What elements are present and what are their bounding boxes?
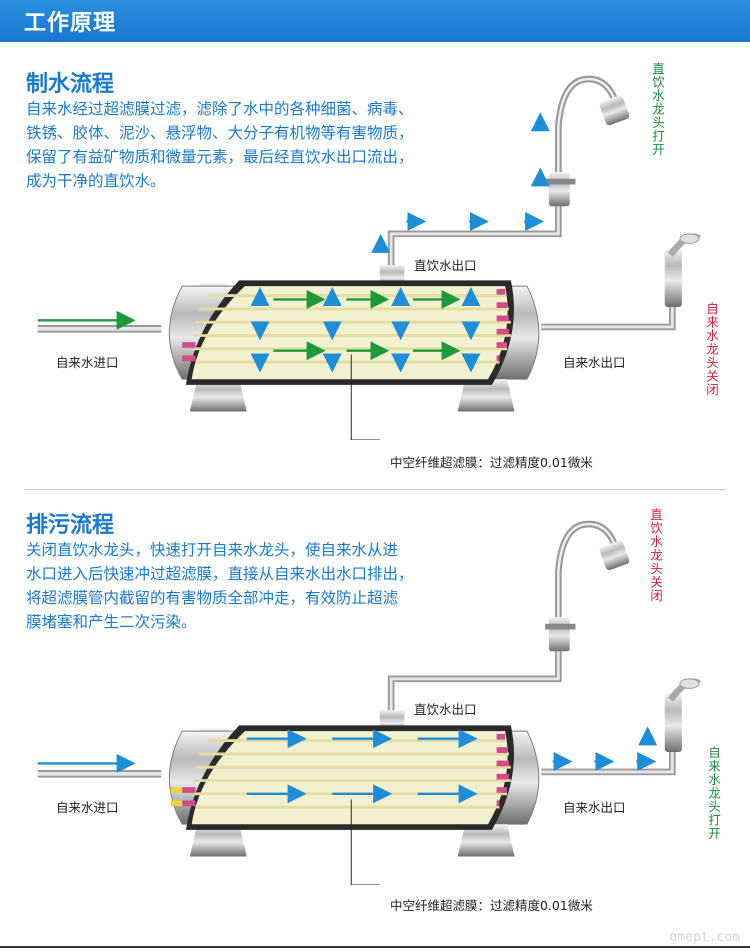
tap-outlet-label: 自来水出口 bbox=[563, 800, 626, 815]
tap-faucet-label: 自来水龙头关闭 bbox=[704, 302, 719, 397]
membrane-pointer-line bbox=[350, 799, 380, 885]
description-line: 水口进入后快速冲过超滤膜，直接从自来水出水口排出， bbox=[26, 565, 414, 583]
direct-faucet-label: 直饮水龙头打开 bbox=[650, 62, 665, 157]
direct-faucet-icon bbox=[545, 520, 630, 652]
membrane-pointer-line bbox=[350, 354, 380, 440]
section-description-production: 自来水经过超滤膜过滤，滤除了水中的各种细菌、病毒、 铁锈、胶体、泥沙、悬浮物、大… bbox=[26, 97, 446, 193]
bottom-border bbox=[0, 946, 750, 948]
description-line: 自来水经过超滤膜过滤，滤除了水中的各种细菌、病毒、 bbox=[26, 100, 414, 118]
direct-faucet-label: 直饮水龙头关闭 bbox=[648, 508, 663, 603]
watermark: gmept.com bbox=[669, 930, 740, 945]
direct-outlet-label: 直饮水出口 bbox=[414, 702, 477, 717]
tap-faucet-icon bbox=[664, 678, 701, 752]
direct-faucet-icon bbox=[545, 75, 630, 207]
section-divider bbox=[24, 489, 726, 490]
tap-outlet-label: 自来水出口 bbox=[563, 355, 626, 370]
filter-vessel bbox=[168, 710, 540, 857]
membrane-label: 中空纤维超滤膜：过滤精度0.01微米 bbox=[390, 455, 593, 470]
tap-faucet-icon bbox=[664, 233, 701, 307]
description-line: 铁锈、胶体、泥沙、悬浮物、大分子有机物等有害物质， bbox=[26, 124, 414, 142]
flush-flow-diagram bbox=[37, 520, 701, 885]
header-bar: 工作原理 bbox=[0, 0, 750, 42]
description-line: 将超滤膜管内截留的有害物质全部冲走，有效防止超滤 bbox=[26, 589, 399, 607]
section-title-production: 制水流程 bbox=[26, 72, 115, 97]
section-title-flush: 排污流程 bbox=[26, 513, 115, 538]
description-line: 关闭直饮水龙头，快速打开自来水龙头，使自来水从进 bbox=[26, 541, 399, 559]
inlet-label: 自来水进口 bbox=[56, 800, 119, 815]
filter-vessel bbox=[168, 265, 540, 412]
description-line: 保留了有益矿物质和微量元素，最后经直饮水出口流出， bbox=[26, 148, 414, 166]
inlet-label: 自来水进口 bbox=[56, 355, 119, 370]
production-flow-diagram bbox=[37, 75, 701, 440]
tap-faucet-label: 自来水龙头打开 bbox=[706, 746, 721, 841]
direct-outlet-label: 直饮水出口 bbox=[414, 258, 477, 273]
description-line: 成为干净的直饮水。 bbox=[26, 172, 166, 190]
outlet-pipe bbox=[541, 305, 676, 331]
membrane-label: 中空纤维超滤膜：过滤精度0.01微米 bbox=[390, 898, 593, 913]
page-title: 工作原理 bbox=[24, 11, 117, 36]
section-description-flush: 关闭直饮水龙头，快速打开自来水龙头，使自来水从进 水口进入后快速冲过超滤膜，直接… bbox=[26, 538, 446, 634]
description-line: 膜堵塞和产生二次污染。 bbox=[26, 613, 197, 631]
